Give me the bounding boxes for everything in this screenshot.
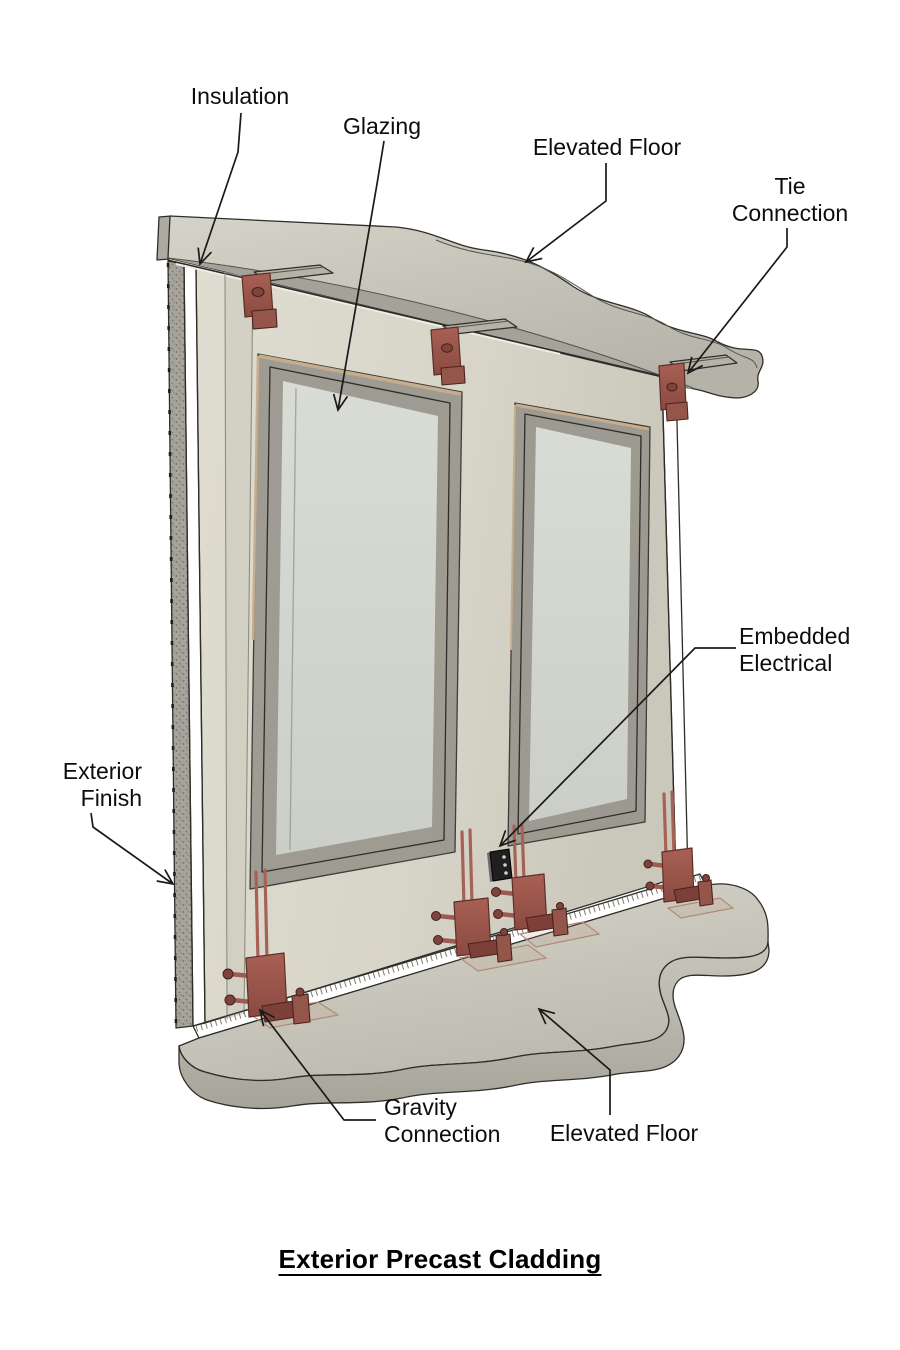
window-right-glass [529,427,631,821]
electrical-box-dot [504,871,508,875]
tie-flange-slot [449,320,510,329]
tie-connection-bracket-1 [241,264,334,330]
bolt-head [491,887,501,897]
top-slab-edge-curve [167,257,694,389]
leader-lines [90,112,788,1121]
tie-connection-bracket-3 [658,354,738,422]
glazing-leader [332,140,385,412]
bracket-knob [295,987,305,997]
bolt-head [433,935,443,945]
window-right [507,402,651,847]
window-right-frame [517,413,642,835]
tie-bolt [666,382,678,392]
bracket-side-plate [291,993,311,1025]
embedded-electrical-box [487,848,513,882]
elevated-floor-top-leader [524,163,607,264]
anchor-rod [662,792,668,858]
anchor-rod [254,870,260,964]
ledge-hatch [193,874,703,1032]
tie-flange-slot [261,266,325,275]
bracket-knob [702,874,710,882]
tie-clip [251,308,278,330]
bracket-side-plate [495,933,513,963]
top-slab-left-cap [156,215,172,261]
bolt-head [643,859,653,869]
panel-joint-line-1 [224,271,228,1020]
elevated-floor-bottom-leader [537,1007,611,1115]
window-left-glass-sash-line [289,387,297,851]
bolt-head [224,994,236,1006]
tie-clip [440,365,466,386]
window-left-reveal-side [251,355,260,641]
electrical-box-dot [502,855,506,859]
gravity-connection-bracket-2 [431,828,513,963]
label-elevated-floor-bottom: Elevated Floor [550,1120,699,1146]
tie-bolt [251,287,265,297]
tie-clip [665,401,689,422]
label-gravity-connection-line2: Connection [384,1121,500,1147]
anchor-rod [468,828,474,906]
embedded-electrical-leader [498,647,736,848]
anchor-rod [670,790,676,856]
window-left-frame [261,366,451,873]
label-embedded-electrical-line1: Embedded [739,623,850,649]
callout-labels: Insulation Glazing Elevated Floor Tie Co… [63,83,851,1147]
tie-connection-leader [686,228,788,375]
anchor-rod [520,822,526,882]
elevated-floor-top-slab [156,215,764,399]
anchor-rod [460,830,466,908]
elevated-floor-bottom-slab [178,883,770,1110]
bracket-side-plate [551,907,569,937]
label-embedded-electrical-line2: Electrical [739,650,832,676]
electrical-box-dot [503,863,507,867]
label-insulation: Insulation [191,83,289,109]
insulation-leader [197,112,242,266]
anchor-rod [512,824,518,884]
top-slab-surface [167,215,764,399]
bolt-head [645,881,655,891]
drawing-title: Exterior Precast Cladding [278,1244,602,1274]
exterior-finish-leader [90,812,175,886]
tie-bolt [441,343,453,353]
bracket-side-plate [697,879,714,907]
bolt-head [493,909,503,919]
label-exterior-finish-line1: Exterior [63,758,143,784]
top-slab-front-edge-curve [435,239,758,369]
window-right-reveal-top [515,403,650,431]
label-glazing: Glazing [343,113,421,139]
panel-top-edge-highlight [175,263,561,355]
bracket-knob [556,902,564,910]
window-left-glass [276,381,438,855]
window-left [249,353,463,890]
label-tie-connection-line1: Tie [774,173,805,199]
label-exterior-finish-line2: Finish [81,785,142,811]
window-left-reveal-top [258,354,462,396]
gravity-connection-bracket-4 [643,790,714,907]
tie-connection-bracket-2 [430,318,518,386]
electrical-box-body [489,848,513,882]
label-gravity-connection-line1: Gravity [384,1094,457,1120]
label-elevated-floor-top: Elevated Floor [533,134,682,160]
bolt-head [222,968,234,980]
bottom-slab-front-face [178,941,770,1110]
bolt-head [431,911,441,921]
label-tie-connection-line2: Connection [732,200,848,226]
gravity-connection-leader [258,1008,376,1121]
finish-tick-edge [166,262,178,1028]
panel-joint-line-2 [243,277,254,1015]
anchor-rod [263,868,269,962]
window-right-reveal-side [510,404,516,651]
bracket-knob [500,928,508,936]
